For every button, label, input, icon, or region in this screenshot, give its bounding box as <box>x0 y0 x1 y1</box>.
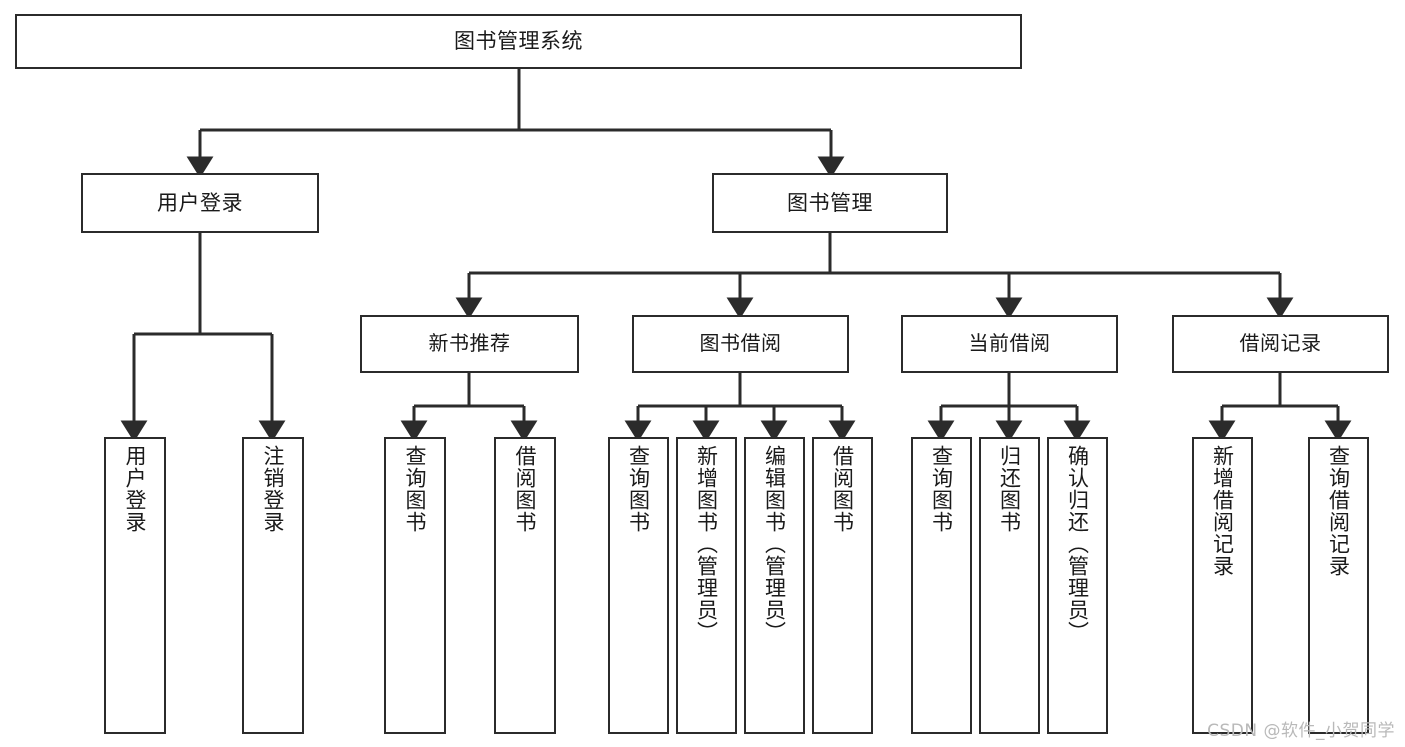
watermark-text: CSDN @软件_小贺同学 <box>1207 721 1395 741</box>
node-root-system[interactable]: 图书管理系统 <box>15 14 1022 69</box>
leaf-confirm-return-admin[interactable]: 确认归还（管理员） <box>1047 437 1108 734</box>
node-label: 用户登录 <box>123 445 148 533</box>
node-label: 新增借阅记录 <box>1210 445 1235 577</box>
node-label: 借阅图书 <box>830 445 855 533</box>
leaf-logout[interactable]: 注销登录 <box>242 437 304 734</box>
node-label: 图书管理系统 <box>454 29 583 54</box>
node-label: 归还图书 <box>997 445 1022 533</box>
leaf-query-borrow-record[interactable]: 查询借阅记录 <box>1308 437 1369 734</box>
leaf-return-book[interactable]: 归还图书 <box>979 437 1040 734</box>
node-label: 查询图书 <box>403 445 428 533</box>
leaf-add-book-admin[interactable]: 新增图书（管理员） <box>676 437 737 734</box>
node-label: 借阅记录 <box>1239 331 1322 356</box>
node-label: 确认归还（管理员） <box>1065 445 1090 643</box>
node-book-management[interactable]: 图书管理 <box>712 173 948 233</box>
leaf-query-book-rec[interactable]: 查询图书 <box>384 437 446 734</box>
node-label: 新书推荐 <box>428 331 511 356</box>
node-label: 图书借阅 <box>699 331 782 356</box>
node-label: 编辑图书（管理员） <box>762 445 787 643</box>
leaf-borrow-book-rec[interactable]: 借阅图书 <box>494 437 556 734</box>
node-current-borrowing[interactable]: 当前借阅 <box>901 315 1118 373</box>
node-label: 图书管理 <box>787 190 873 215</box>
leaf-query-book-borrow[interactable]: 查询图书 <box>608 437 669 734</box>
node-label: 查询借阅记录 <box>1326 445 1351 577</box>
leaf-add-borrow-record[interactable]: 新增借阅记录 <box>1192 437 1253 734</box>
node-book-borrowing[interactable]: 图书借阅 <box>632 315 849 373</box>
leaf-user-login[interactable]: 用户登录 <box>104 437 166 734</box>
node-user-login[interactable]: 用户登录 <box>81 173 319 233</box>
node-borrow-records[interactable]: 借阅记录 <box>1172 315 1389 373</box>
leaf-borrow-book[interactable]: 借阅图书 <box>812 437 873 734</box>
leaf-query-book-current[interactable]: 查询图书 <box>911 437 972 734</box>
node-label: 当前借阅 <box>968 331 1051 356</box>
node-new-book-recommendation[interactable]: 新书推荐 <box>360 315 579 373</box>
node-label: 注销登录 <box>261 445 286 533</box>
node-label: 查询图书 <box>626 445 651 533</box>
node-label: 用户登录 <box>157 190 243 215</box>
leaf-edit-book-admin[interactable]: 编辑图书（管理员） <box>744 437 805 734</box>
node-label: 新增图书（管理员） <box>694 445 719 643</box>
node-label: 借阅图书 <box>513 445 538 533</box>
node-label: 查询图书 <box>929 445 954 533</box>
